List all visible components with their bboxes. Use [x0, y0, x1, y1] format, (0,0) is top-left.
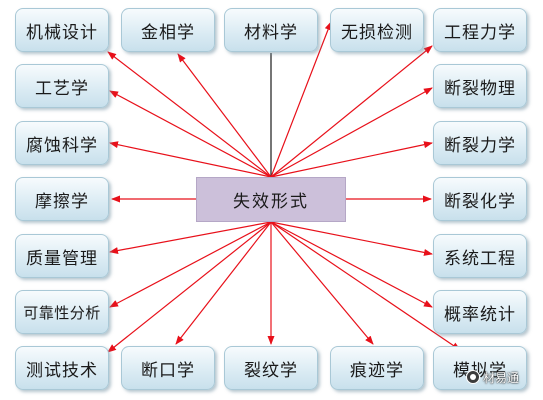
node-duankou-xue: 断口学 — [121, 346, 215, 390]
node-ceshi-jishu: 测试技术 — [15, 346, 109, 390]
node-kekaoxing-fenxi: 可靠性分析 — [15, 290, 109, 334]
watermark-text: 材易通 — [483, 370, 520, 385]
node-duanlie-wuli: 断裂物理 — [433, 64, 527, 108]
arrow-duankou-xue — [175, 221, 272, 345]
node-jixie-sheji: 机械设计 — [15, 8, 109, 52]
watermark: 材易通 — [466, 368, 519, 386]
arrow-moxing-xue — [270, 221, 461, 351]
node-xitong-gongcheng: 系统工程 — [433, 234, 527, 278]
arrow-zhiliang-guanli — [109, 221, 272, 254]
arrow-duanlie-lixue — [270, 141, 433, 178]
arrow-jinxiang-xue — [177, 53, 272, 178]
arrow-jixie-sheji — [107, 51, 272, 178]
node-duanlie-lixue: 断裂力学 — [433, 121, 527, 165]
arrow-gailu-tongji — [270, 221, 433, 308]
node-liewen-xue: 裂纹学 — [224, 346, 318, 390]
node-duanlie-huaxue: 断裂化学 — [433, 177, 527, 221]
arrow-henji-xue — [270, 221, 374, 345]
arrow-kekaoxing-fenxi — [109, 221, 272, 308]
arrow-gongcheng-lixue — [270, 45, 433, 178]
node-moxing-xue: 模拟学 — [433, 346, 527, 390]
arrow-fushi-kexue — [109, 141, 272, 178]
node-wusun-jiance: 无损检测 — [330, 8, 424, 52]
node-gongcheng-lixue: 工程力学 — [433, 8, 527, 52]
node-cailiao-xue: 材料学 — [224, 8, 318, 52]
node-mocha-xue: 摩擦学 — [15, 177, 109, 221]
node-gongyi-xue: 工艺学 — [15, 64, 109, 108]
arrow-duanlie-wuli — [270, 87, 433, 178]
node-gailu-tongji: 概率统计 — [433, 290, 527, 334]
arrow-wusun-jiance — [270, 21, 332, 178]
arrow-gongyi-xue — [109, 90, 272, 178]
arrow-xitong-gongcheng — [270, 221, 433, 256]
node-zhiliang-guanli: 质量管理 — [15, 234, 109, 278]
node-jinxiang-xue: 金相学 — [121, 8, 215, 52]
center-node-failure-modes: 失效形式 — [196, 177, 346, 222]
wechat-logo-icon — [466, 370, 480, 384]
arrow-ceshi-jishu — [107, 221, 272, 353]
node-henji-xue: 痕迹学 — [330, 346, 424, 390]
node-fushi-kexue: 腐蚀科学 — [15, 121, 109, 165]
